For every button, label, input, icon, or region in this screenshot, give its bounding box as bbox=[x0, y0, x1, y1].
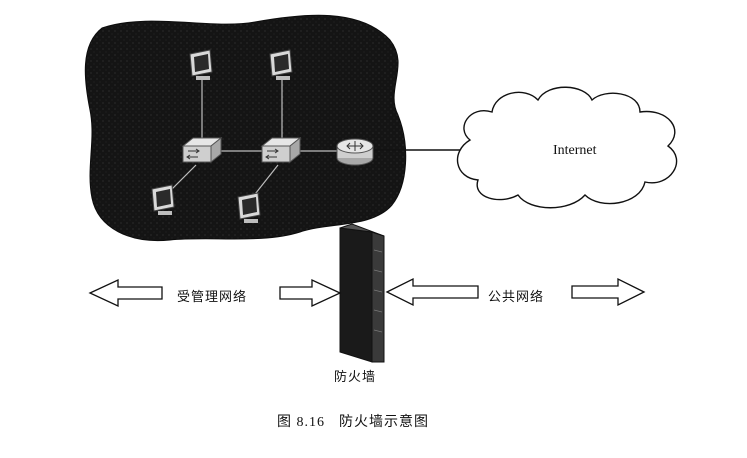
public-network-label: 公共网络 bbox=[488, 286, 544, 305]
firewall-icon bbox=[340, 224, 384, 362]
figure-caption: 图 8.16 防火墙示意图 bbox=[277, 411, 429, 431]
internet-label: Internet bbox=[553, 143, 597, 159]
switch-icon bbox=[183, 138, 221, 162]
firewall-label: 防火墙 bbox=[334, 366, 376, 385]
router-icon bbox=[337, 139, 373, 165]
managed-network-label: 受管理网络 bbox=[177, 286, 247, 305]
figure-number: 图 8.16 bbox=[277, 415, 325, 430]
figure-title: 防火墙示意图 bbox=[339, 414, 429, 430]
switch-icon bbox=[262, 138, 300, 162]
